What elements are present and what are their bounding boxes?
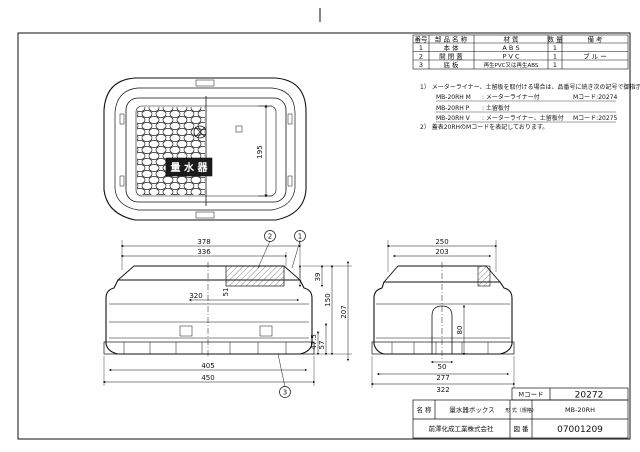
variant-m-desc: : メーターライナー付 xyxy=(482,93,540,101)
side-dimensions-text: 250 203 80 50 277 322 xyxy=(435,238,464,394)
callout-2: 1 xyxy=(298,233,302,241)
parts-row-1-qty: 1 xyxy=(553,44,557,52)
variant-v-code: MB-20RH V xyxy=(436,115,471,122)
drawing-no-label: 図 番 xyxy=(513,425,529,433)
notes-block: 1） メーターライナー、土留板を取付ける場合は、品番号に続き次の記号で御指示下さ… xyxy=(420,83,640,131)
parts-row-1-material: A B S xyxy=(502,44,519,52)
dim-side-277: 277 xyxy=(436,374,449,382)
dim-front-378: 378 xyxy=(197,238,210,246)
parts-row-2-qty: 1 xyxy=(553,53,557,61)
drawing-no-value: 07001209 xyxy=(557,425,603,435)
model-value: MB-20RH xyxy=(565,406,595,414)
lid-inscription: 量 水 器 xyxy=(171,161,209,174)
callout-1: 2 xyxy=(268,233,272,241)
title-block-text: Mコード 20272 名 称 量水器ボックス 形 式（規格） MB-20RH 前… xyxy=(416,391,603,436)
variant-v-desc: : メーターライナー、土留板付 xyxy=(482,114,564,122)
dim-side-80: 80 xyxy=(456,326,464,335)
dim-front-207: 207 xyxy=(340,305,348,318)
parts-row-3-name: 底 板 xyxy=(443,60,459,69)
parts-row-3-material: 再生PVC又は再生ABS xyxy=(484,61,539,69)
variant-m-mcode: Mコード:20274 xyxy=(573,94,617,101)
dim-front-450: 450 xyxy=(201,374,214,382)
parts-header-qty: 数 量 xyxy=(547,35,563,44)
dim-front-150: 150 xyxy=(324,293,332,306)
name-label: 名 称 xyxy=(416,405,432,414)
variant-p-code: MB-20RH P xyxy=(436,105,470,112)
mcode-value: 20272 xyxy=(575,391,604,401)
parts-row-2-material: P V C xyxy=(502,53,519,61)
note-2: 2） 蓋表20RHのMコードを表記しております。 xyxy=(420,123,548,131)
variant-m-code: MB-20RH M xyxy=(436,94,471,101)
parts-header-no: 番号 xyxy=(415,36,429,44)
dim-side-250: 250 xyxy=(435,238,448,246)
dim-side-203: 203 xyxy=(435,248,448,256)
parts-row-2-note: ブ ル ー xyxy=(583,52,607,61)
note-1: 1） メーターライナー、土留板を取付ける場合は、品番号に続き次の記号で御指示下さ… xyxy=(420,83,640,91)
parts-table xyxy=(412,34,629,70)
dim-side-50: 50 xyxy=(438,363,447,371)
parts-row-3-qty: 1 xyxy=(553,61,557,69)
dim-front-336: 336 xyxy=(197,248,211,256)
parts-header-note: 備 考 xyxy=(587,35,603,44)
parts-row-1-name: 本 体 xyxy=(443,43,459,52)
plan-view xyxy=(103,77,307,221)
parts-table-text: 番号 部 品 名 称 材 質 数 量 備 考 1 本 体 A B S 1 2 開… xyxy=(415,35,607,70)
dim-front-405: 405 xyxy=(201,362,214,370)
dim-front-39: 39 xyxy=(314,273,322,282)
name-value: 量水器ボックス xyxy=(449,405,494,414)
parts-row-3-no: 3 xyxy=(419,61,423,69)
title-block xyxy=(412,387,629,439)
side-elevation xyxy=(370,240,516,388)
sheet-border xyxy=(17,32,631,440)
dim-front-320: 320 xyxy=(189,292,202,300)
front-dimensions-text: 378 336 320 51 39 150 207 47.5 57 405 45… xyxy=(189,233,348,397)
variant-p-desc: : 土留板付 xyxy=(482,104,510,112)
dim-front-51: 51 xyxy=(222,288,230,297)
parts-header-material: 材 質 xyxy=(503,35,519,44)
parts-row-1-no: 1 xyxy=(419,44,423,52)
dim-plan-195: 195 xyxy=(256,145,264,158)
mcode-label: Mコード xyxy=(518,391,543,399)
company-name: 前澤化成工業株式会社 xyxy=(429,424,495,433)
parts-row-2-no: 2 xyxy=(419,53,423,61)
variant-v-mcode: Mコード:20275 xyxy=(573,115,617,122)
dim-front-57: 57 xyxy=(318,341,326,350)
parts-row-2-name: 開 閉 蓋 xyxy=(439,52,463,61)
parts-header-name: 部 品 名 称 xyxy=(435,35,468,44)
dim-side-322: 322 xyxy=(436,386,449,394)
model-label: 形 式（規格） xyxy=(505,407,537,414)
front-elevation xyxy=(102,230,352,398)
dim-front-47-5: 47.5 xyxy=(310,334,318,350)
callout-3: 3 xyxy=(283,389,287,397)
